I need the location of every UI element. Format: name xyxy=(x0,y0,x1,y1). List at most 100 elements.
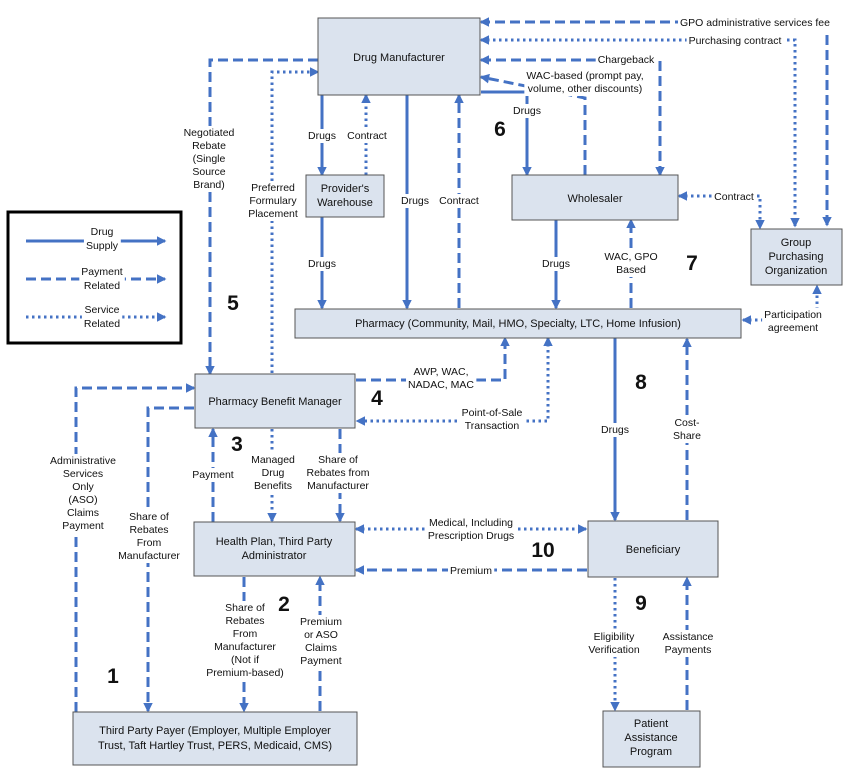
step-number-1: 1 xyxy=(107,665,119,688)
label-background xyxy=(345,129,389,143)
label-cost-share-1: Cost- xyxy=(674,417,700,429)
svg-text:GPO administrative services fe: GPO administrative services fee xyxy=(680,17,830,29)
legend-label-service-2: Related xyxy=(84,318,120,330)
node-gpo-label-2: Purchasing xyxy=(768,251,823,263)
step-number-3: 3 xyxy=(231,433,243,456)
step-number-2: 2 xyxy=(278,593,290,616)
svg-text:Contract: Contract xyxy=(347,130,387,142)
label-medical-2: Prescription Drugs xyxy=(428,530,514,542)
node-beneficiary-label: Beneficiary xyxy=(626,544,681,556)
label-background xyxy=(48,454,119,533)
label-share-pbm-hp-1: Share of xyxy=(318,454,358,466)
edge-labels: GPO administrative services fee Purchasi… xyxy=(48,16,833,680)
legend-label-supply-1: Drug xyxy=(91,226,114,238)
label-background xyxy=(678,16,833,30)
svg-text:Purchasing contract: Purchasing contract xyxy=(689,35,782,47)
label-gpo-fee: GPO administrative services fee xyxy=(680,17,830,29)
label-background xyxy=(297,615,345,668)
label-share-hp-payer-4: Manufacturer xyxy=(214,641,276,653)
label-background xyxy=(660,630,716,657)
legend-label-supply-2: Supply xyxy=(86,240,119,252)
label-aso-1: Administrative xyxy=(50,455,116,467)
label-premium: Premium xyxy=(450,565,492,577)
label-share-hp-payer-5: (Not if xyxy=(231,654,259,666)
svg-text:AWP, WAC,NADAC, MAC: AWP, WAC,NADAC, MAC xyxy=(408,366,474,391)
svg-text:Contract: Contract xyxy=(439,195,479,207)
node-warehouse-label-2: Warehouse xyxy=(317,197,373,209)
label-share-pbm-payer-4: Manufacturer xyxy=(118,550,180,562)
label-background xyxy=(305,129,339,143)
label-background xyxy=(598,423,632,437)
step-number-9: 9 xyxy=(635,592,647,615)
label-payment-hp-pbm: Payment xyxy=(192,469,234,481)
label-share-pbm-hp-3: Manufacturer xyxy=(307,480,369,492)
legend-label-payment-2: Related xyxy=(84,280,120,292)
label-background xyxy=(712,190,756,204)
node-payer-label-2: Trust, Taft Hartley Trust, PERS, Medicai… xyxy=(98,740,332,752)
label-awp-1: AWP, WAC, xyxy=(413,366,468,378)
label-drugs-mfr-pharmacy: Drugs xyxy=(401,195,429,207)
step-number-6: 6 xyxy=(494,118,506,141)
label-premium-aso-4: Payment xyxy=(300,655,342,667)
node-warehouse-label-1: Provider's xyxy=(321,183,370,195)
label-background xyxy=(204,601,286,680)
svg-text:Chargeback: Chargeback xyxy=(598,54,655,66)
svg-text:Premium: Premium xyxy=(450,565,492,577)
label-aso-4: (ASO) xyxy=(68,494,97,506)
node-gpo-label-3: Organization xyxy=(765,265,827,277)
svg-text:Drugs: Drugs xyxy=(542,258,570,270)
step-number-8: 8 xyxy=(635,371,647,394)
node-health-plan-label-2: Administrator xyxy=(242,550,307,562)
svg-text:Cost-Share: Cost-Share xyxy=(673,417,701,442)
label-share-pbm-payer-3: From xyxy=(137,537,162,549)
label-negotiated-5: Brand) xyxy=(193,179,225,191)
node-pharmacy-label: Pharmacy (Community, Mail, HMO, Specialt… xyxy=(355,318,681,330)
node-gpo-label-1: Group xyxy=(781,237,812,249)
svg-text:Contract: Contract xyxy=(714,191,754,203)
node-pap-label-2: Assistance xyxy=(624,732,677,744)
svg-text:Drugs: Drugs xyxy=(601,424,629,436)
node-drug-manufacturer-label: Drug Manufacturer xyxy=(353,52,445,64)
label-background xyxy=(190,468,236,482)
label-participation-2: agreement xyxy=(768,322,818,334)
label-background xyxy=(762,308,825,335)
svg-text:Wholesaler: Wholesaler xyxy=(567,193,622,205)
svg-text:Drugs: Drugs xyxy=(308,258,336,270)
svg-text:WAC-based (prompt pay,volume,: WAC-based (prompt pay,volume, other disc… xyxy=(526,70,643,95)
node-health-plan-label-1: Health Plan, Third Party xyxy=(216,536,333,548)
label-background xyxy=(686,34,784,48)
label-managed-2: Drug xyxy=(262,467,285,479)
label-background xyxy=(83,225,121,253)
edge-purchasing-contract xyxy=(479,35,800,228)
node-third-party-payer: Third Party Payer (Employer, Multiple Em… xyxy=(72,711,358,766)
label-preferred-2: Formulary xyxy=(249,195,297,207)
label-background xyxy=(246,181,300,221)
label-background xyxy=(670,416,704,443)
node-pap-label-1: Patient xyxy=(634,718,668,730)
label-share-hp-payer-6: Premium-based) xyxy=(206,667,284,679)
label-medical-1: Medical, Including xyxy=(429,517,513,529)
svg-text:Beneficiary: Beneficiary xyxy=(626,544,681,556)
step-number-10: 10 xyxy=(531,539,554,562)
edge-contract-gpo xyxy=(677,191,765,230)
label-negotiated-1: Negotiated xyxy=(184,127,235,139)
label-cost-share-2: Share xyxy=(673,430,701,442)
